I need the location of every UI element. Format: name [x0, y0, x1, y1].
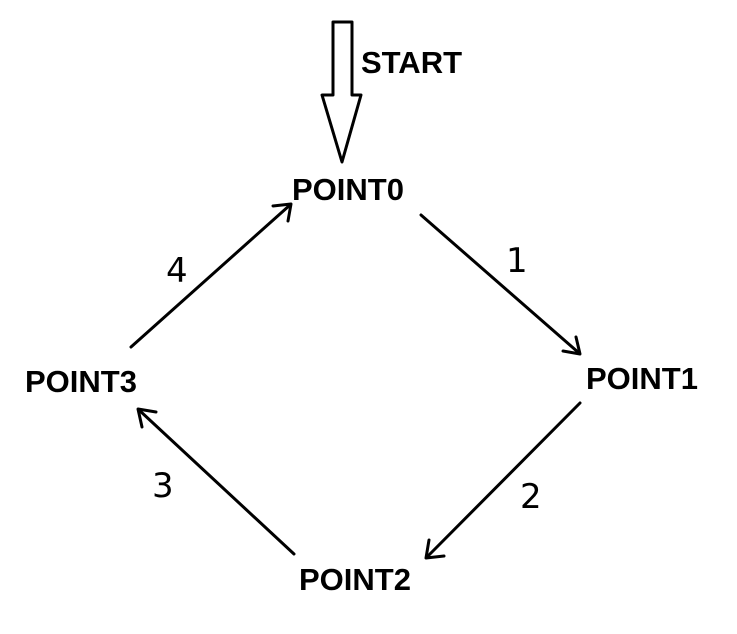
edge-label-2: 2: [520, 477, 542, 517]
edge-point1-to-point2: [424, 401, 582, 560]
edge-point0-to-point1: [419, 213, 582, 356]
start-label: START: [361, 45, 462, 80]
edge-point2-to-point3: [136, 407, 296, 556]
edge-label-1: 1: [506, 241, 528, 281]
edge-label-3: 3: [152, 466, 174, 506]
edge-label-4: 4: [166, 251, 188, 291]
edge-point3-to-point0: [129, 202, 293, 349]
node-point3: POINT3: [25, 364, 137, 399]
node-point1: POINT1: [586, 361, 698, 396]
node-point0: POINT0: [292, 172, 404, 207]
start-arrow: [320, 20, 363, 164]
node-point2: POINT2: [299, 562, 411, 597]
